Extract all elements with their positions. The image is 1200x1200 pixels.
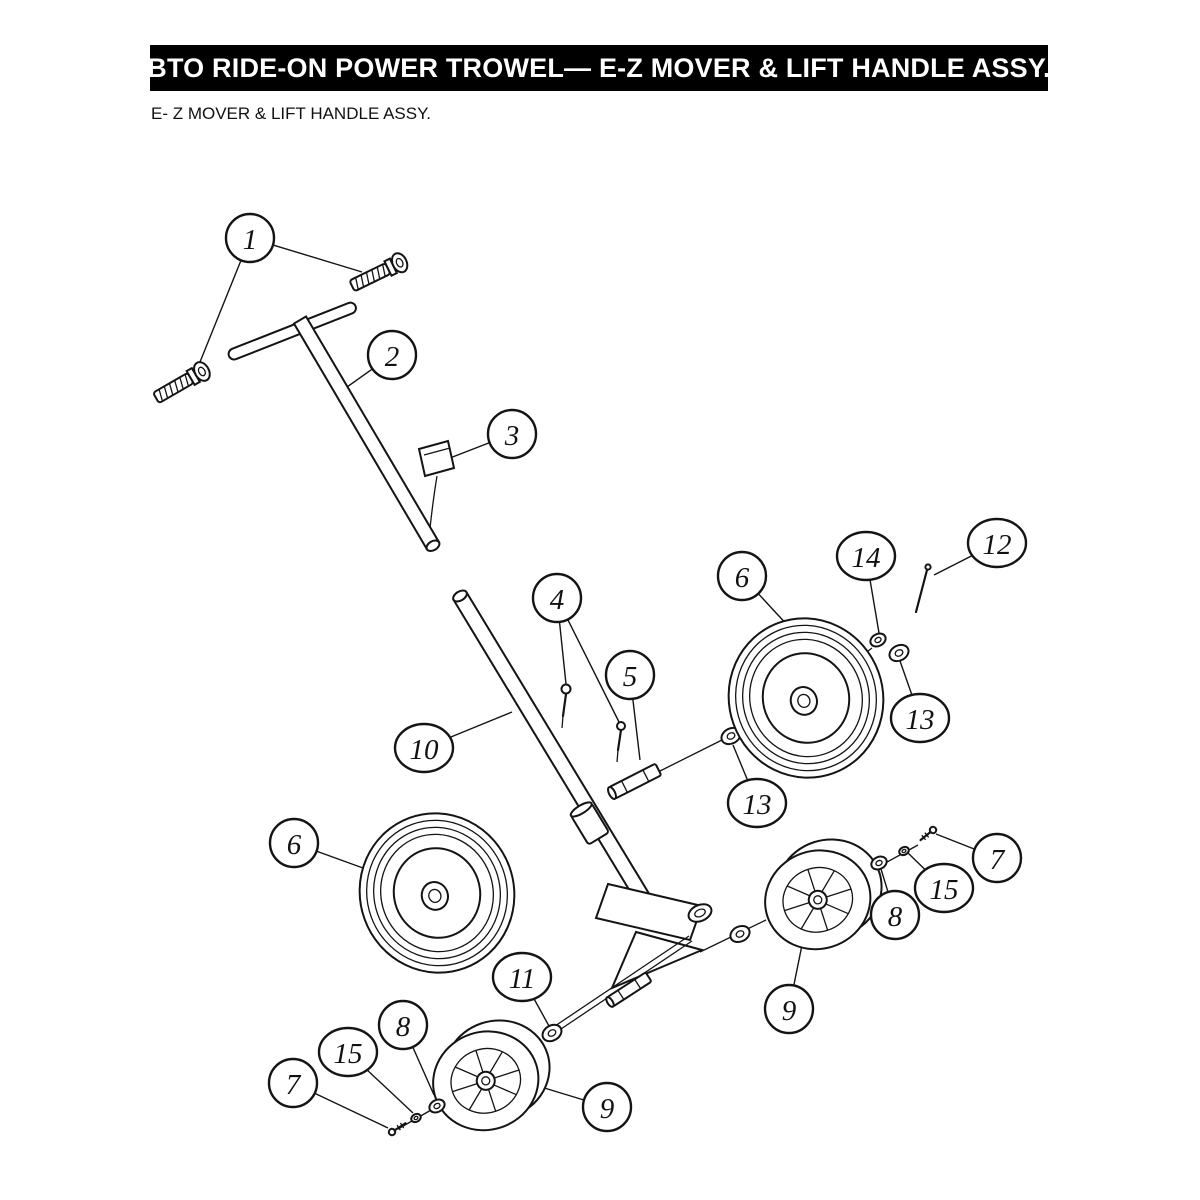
callout-3: 3: [486, 408, 538, 460]
large-wheel-right: [705, 595, 907, 801]
callout-11: 11: [491, 951, 553, 1003]
svg-text:1: 1: [243, 224, 258, 256]
washer-11: [538, 1020, 566, 1046]
small-wheel-bottom: [417, 1005, 566, 1145]
callout-7: 7: [267, 1057, 319, 1109]
svg-text:7: 7: [990, 844, 1006, 876]
svg-text:10: 10: [410, 734, 440, 766]
title-bar: BTO RIDE-ON POWER TROWEL— E-Z MOVER & LI…: [147, 45, 1051, 91]
svg-text:12: 12: [983, 529, 1012, 561]
washer-bracket: [726, 921, 754, 947]
callout-15: 15: [317, 1026, 379, 1078]
bracket: [594, 882, 713, 990]
callout-7: 7: [971, 832, 1023, 884]
callout-1: 1: [224, 212, 276, 264]
callout-6: 6: [268, 817, 320, 869]
svg-text:8: 8: [396, 1011, 411, 1043]
callout-9: 9: [581, 1081, 633, 1133]
callout-13: 13: [726, 777, 788, 829]
pin-a: [560, 683, 572, 729]
callout-2: 2: [366, 329, 418, 381]
svg-text:15: 15: [930, 874, 959, 906]
callout-14: 14: [835, 530, 897, 582]
callout-12: 12: [966, 517, 1028, 569]
page-title: BTO RIDE-ON POWER TROWEL— E-Z MOVER & LI…: [147, 52, 1051, 83]
washer-15-left: [408, 1111, 424, 1125]
svg-text:9: 9: [782, 995, 797, 1027]
callout-13: 13: [889, 692, 951, 744]
svg-text:7: 7: [286, 1069, 302, 1101]
callout-8: 8: [869, 889, 921, 941]
small-wheel-right: [749, 824, 898, 964]
clip: [417, 439, 456, 529]
callout-15: 15: [913, 862, 975, 914]
screw-7-right: [917, 824, 939, 844]
washer-13-right: [885, 640, 913, 666]
svg-text:8: 8: [888, 901, 903, 933]
svg-text:11: 11: [509, 963, 536, 995]
callout-6: 6: [716, 550, 768, 602]
callout-5: 5: [604, 649, 656, 701]
pin-b: [616, 721, 626, 763]
bolt-lower: [150, 358, 214, 408]
svg-text:9: 9: [600, 1093, 615, 1125]
svg-text:4: 4: [550, 584, 565, 616]
svg-text:6: 6: [287, 829, 302, 861]
svg-text:5: 5: [623, 661, 638, 693]
washer-14: [867, 629, 889, 651]
subtitle: E- Z MOVER & LIFT HANDLE ASSY.: [151, 104, 431, 123]
callout-4: 4: [531, 572, 583, 624]
callout-9: 9: [763, 983, 815, 1035]
pin-12: [914, 563, 932, 614]
washer-15-right: [896, 844, 912, 858]
screw-7-left: [386, 1119, 409, 1138]
svg-text:2: 2: [385, 341, 400, 373]
svg-text:14: 14: [852, 542, 881, 574]
callout-10: 10: [393, 722, 455, 774]
svg-text:3: 3: [504, 420, 520, 452]
bolt-upper: [346, 249, 412, 296]
lower-axle: [554, 935, 693, 1032]
svg-text:13: 13: [906, 704, 935, 736]
t-handle: [227, 301, 441, 553]
svg-text:15: 15: [334, 1038, 363, 1070]
callout-8: 8: [377, 999, 429, 1051]
svg-text:13: 13: [743, 789, 772, 821]
svg-text:6: 6: [735, 562, 750, 594]
axle-stub: [607, 763, 662, 800]
